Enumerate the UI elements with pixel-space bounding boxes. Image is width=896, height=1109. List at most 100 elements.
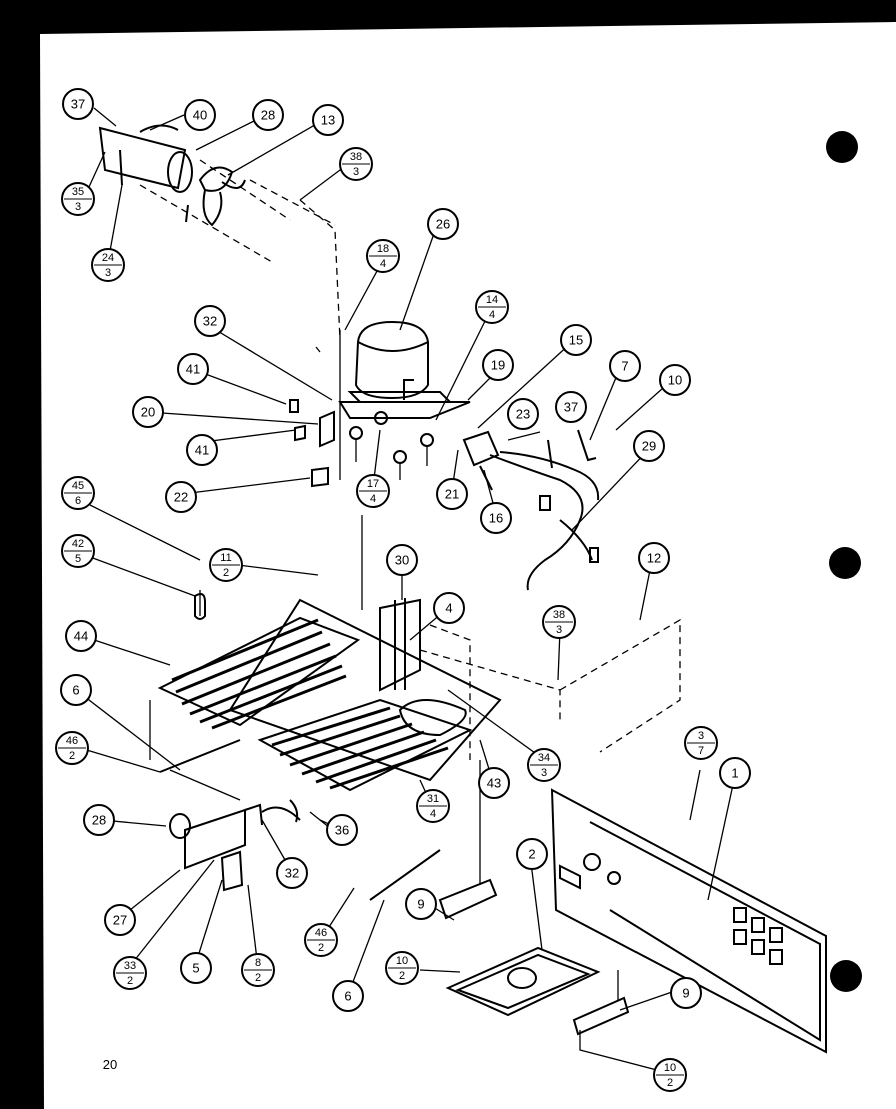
- callout-13: 13: [312, 104, 344, 136]
- callout-2: 2: [516, 838, 548, 870]
- callout-12: 12: [638, 542, 670, 574]
- callout-27: 27: [104, 904, 136, 936]
- callout-36: 36: [326, 814, 358, 846]
- svg-text:37: 37: [564, 400, 578, 415]
- callout-8-2: 82: [241, 953, 275, 987]
- callout-10-2-middle: 102: [385, 951, 419, 985]
- svg-text:7: 7: [698, 745, 704, 757]
- svg-text:27: 27: [113, 913, 127, 928]
- paper-sheet: [40, 22, 896, 1109]
- svg-text:3: 3: [105, 267, 111, 279]
- svg-text:20: 20: [141, 405, 155, 420]
- svg-text:19: 19: [491, 358, 505, 373]
- access-panel: [550, 788, 827, 1054]
- svg-text:41: 41: [186, 362, 200, 377]
- callout-20: 20: [132, 396, 164, 428]
- compressor: [315, 320, 471, 480]
- svg-text:10: 10: [668, 373, 682, 388]
- callout-19: 19: [482, 349, 514, 381]
- callout-46-2-bottom: 462: [304, 923, 338, 957]
- svg-text:40: 40: [193, 108, 207, 123]
- svg-text:10: 10: [396, 955, 408, 967]
- callout-37-top: 37: [62, 88, 94, 120]
- svg-text:15: 15: [569, 333, 583, 348]
- svg-text:1: 1: [731, 766, 738, 781]
- svg-text:2: 2: [127, 975, 133, 987]
- svg-text:24: 24: [102, 252, 114, 264]
- svg-text:34: 34: [538, 752, 550, 764]
- svg-text:10: 10: [664, 1062, 676, 1074]
- callout-40: 40: [184, 99, 216, 131]
- callout-35-3: 353: [61, 182, 95, 216]
- svg-text:9: 9: [682, 986, 689, 1001]
- callout-10: 10: [659, 364, 691, 396]
- callout-10-2-bottom: 102: [653, 1058, 687, 1092]
- svg-text:45: 45: [72, 480, 84, 492]
- svg-text:7: 7: [621, 359, 628, 374]
- callout-3-7: 37: [684, 726, 718, 760]
- svg-text:30: 30: [395, 553, 409, 568]
- svg-text:35: 35: [72, 186, 84, 198]
- callout-15: 15: [560, 324, 592, 356]
- svg-text:18: 18: [377, 243, 389, 255]
- svg-text:37: 37: [71, 97, 85, 112]
- callout-24-3: 243: [91, 248, 125, 282]
- callout-41-upper: 41: [177, 353, 209, 385]
- callout-6-bottom: 6: [332, 980, 364, 1012]
- svg-text:14: 14: [486, 294, 498, 306]
- svg-text:32: 32: [285, 866, 299, 881]
- svg-text:46: 46: [66, 735, 78, 747]
- svg-text:4: 4: [380, 258, 386, 270]
- svg-text:2: 2: [399, 970, 405, 982]
- svg-text:38: 38: [350, 151, 362, 163]
- callout-43: 43: [478, 767, 510, 799]
- callout-38-3-top: 383: [339, 147, 373, 181]
- svg-text:33: 33: [124, 960, 136, 972]
- base-pan: [194, 590, 681, 782]
- svg-text:6: 6: [344, 989, 351, 1004]
- callout-9-lower: 9: [670, 977, 702, 1009]
- svg-text:13: 13: [321, 113, 335, 128]
- svg-text:3: 3: [353, 166, 359, 178]
- callout-38-3-right: 383: [542, 605, 576, 639]
- callout-46-2-left: 462: [55, 731, 89, 765]
- start-components: [289, 330, 363, 610]
- svg-text:5: 5: [75, 553, 81, 565]
- svg-text:3: 3: [556, 624, 562, 636]
- callout-7: 7: [609, 350, 641, 382]
- svg-text:2: 2: [255, 972, 261, 984]
- svg-text:41: 41: [195, 443, 209, 458]
- callout-45-6: 456: [61, 476, 95, 510]
- page-number: 20: [103, 1057, 117, 1072]
- svg-text:6: 6: [75, 495, 81, 507]
- callout-1: 1: [719, 757, 751, 789]
- svg-text:3: 3: [698, 730, 704, 742]
- svg-text:29: 29: [642, 439, 656, 454]
- callout-18-4: 184: [366, 239, 400, 273]
- callout-37-right: 37: [555, 391, 587, 423]
- callout-14-4: 144: [475, 290, 509, 324]
- callout-21: 21: [436, 478, 468, 510]
- svg-text:36: 36: [335, 823, 349, 838]
- svg-text:3: 3: [75, 201, 81, 213]
- callout-4: 4: [433, 592, 465, 624]
- svg-text:26: 26: [436, 217, 450, 232]
- svg-text:21: 21: [445, 487, 459, 502]
- svg-text:4: 4: [445, 601, 452, 616]
- binder-hole-bottom: [830, 960, 862, 992]
- svg-text:16: 16: [489, 511, 503, 526]
- svg-text:28: 28: [92, 813, 106, 828]
- svg-text:32: 32: [203, 314, 217, 329]
- callout-22: 22: [165, 481, 197, 513]
- svg-text:3: 3: [541, 767, 547, 779]
- svg-text:2: 2: [223, 567, 229, 579]
- callout-42-5: 425: [61, 534, 95, 568]
- drain-pan: [438, 878, 630, 1036]
- callout-5: 5: [180, 952, 212, 984]
- callout-44: 44: [65, 620, 97, 652]
- svg-text:4: 4: [370, 493, 376, 505]
- svg-text:28: 28: [261, 108, 275, 123]
- svg-text:43: 43: [487, 776, 501, 791]
